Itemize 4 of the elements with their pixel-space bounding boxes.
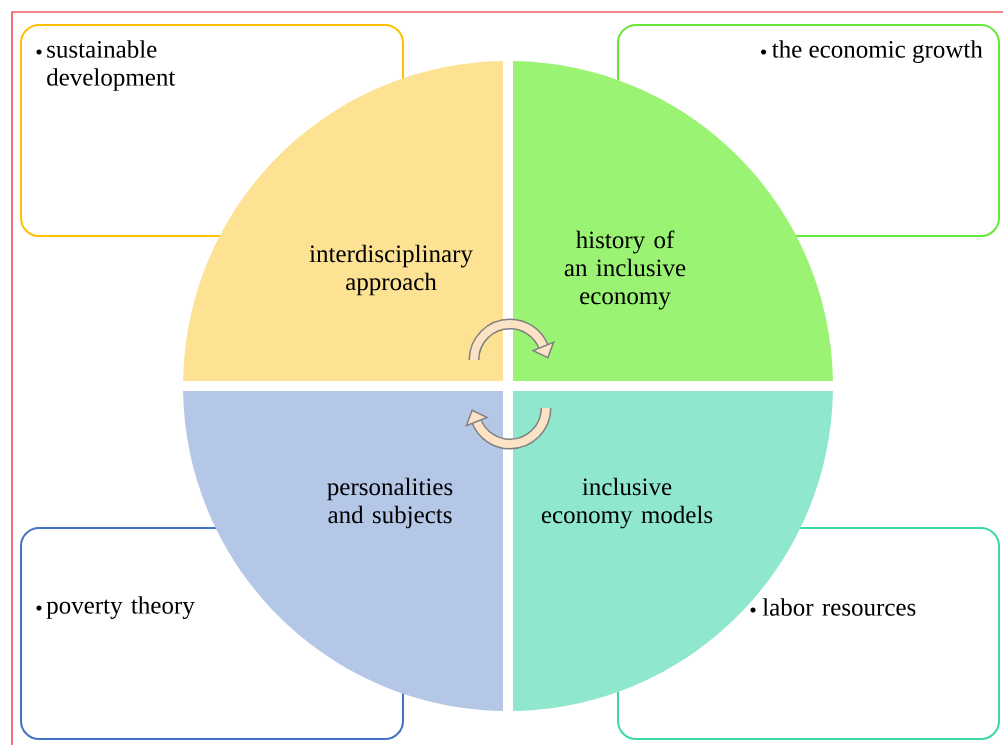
- circle-quadrant: history of an inclusive economy: [513, 61, 833, 381]
- cycle-arrow: [465, 407, 552, 450]
- cycle-arrow: [468, 318, 555, 361]
- circle-quadrant: interdisciplinary approach: [183, 61, 503, 381]
